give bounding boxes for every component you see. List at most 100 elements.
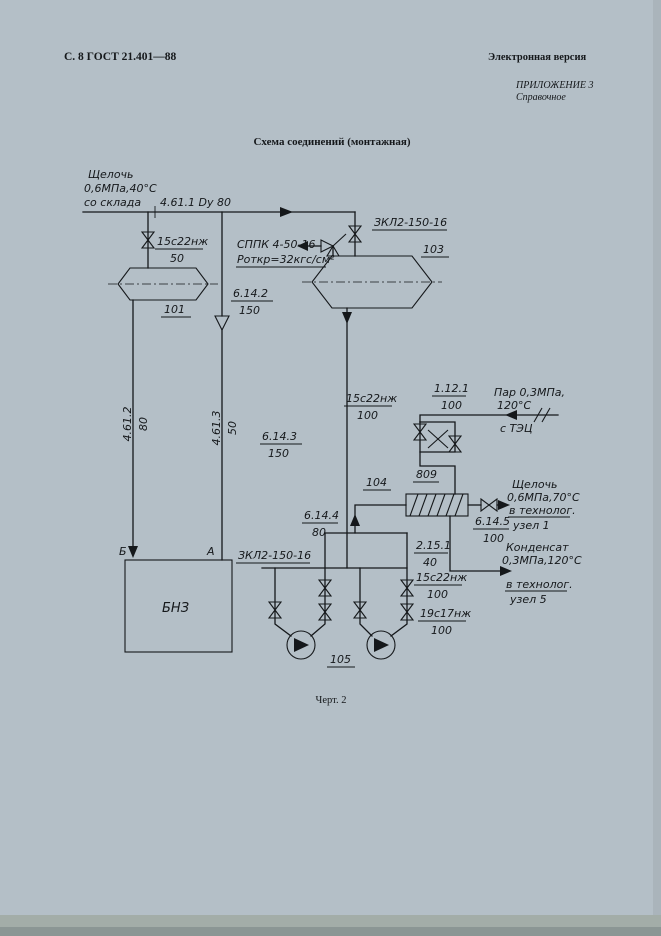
- label-tank-bnz: БНЗ: [162, 601, 189, 616]
- label-pipe-6144-dn: 80: [312, 526, 326, 539]
- vessel-103-shape: [311, 255, 433, 309]
- label-alkali-out-4: узел 1: [512, 519, 550, 532]
- label-valve-19s17-100: 19с17нж: [420, 607, 471, 620]
- pump2-discharge: [390, 532, 408, 637]
- flow-arrow-left: [505, 410, 517, 420]
- label-pipe-1121-dn: 100: [441, 399, 462, 412]
- label-pipe-6145-dn: 100: [483, 532, 504, 545]
- pipe-6144-riser: [354, 504, 407, 534]
- label-alkali-source-2: 0,6МПа,40°С: [84, 182, 157, 195]
- label-group-809: 809: [416, 468, 437, 481]
- label-alkali-source-3: со склада: [84, 196, 141, 209]
- pump2-icon: [366, 630, 396, 660]
- line-break-tick: [541, 407, 551, 423]
- gate-valve-icon: [352, 601, 368, 619]
- label-pipe-2151: 2.15.1: [416, 539, 451, 552]
- label-cond-4: узел 5: [509, 593, 547, 606]
- label-valve-15s22-100-steam-dn: 100: [357, 409, 378, 422]
- label-valve-15s22-50: 15с22нж: [157, 235, 208, 248]
- appendix-line1: ПРИЛОЖЕНИЕ 3: [515, 80, 594, 91]
- label-pipe-4613-dn: 50: [226, 421, 239, 435]
- bypass-line: [419, 421, 456, 453]
- appendix-line2: Справочное: [516, 92, 566, 103]
- header-right: Электронная версия: [488, 52, 586, 63]
- flow-arrow-right: [498, 500, 510, 510]
- label-pipe-6142: 6.14.2: [233, 287, 268, 300]
- label-steam-1: Пар 0,3МПа,: [494, 386, 565, 399]
- gate-valve-icon: [412, 423, 428, 441]
- label-steam-2: 120°С: [497, 399, 531, 412]
- vessel-103-assembly: ЗКЛ2-150-16 СППК 4-50-16 Роткр=32кгс/см²…: [236, 211, 449, 569]
- flow-arrow-right: [280, 207, 293, 217]
- label-pipe-6144: 6.14.4: [304, 509, 339, 522]
- gate-valve-icon: [140, 231, 156, 249]
- label-alkali-source-1: Щелочь: [88, 168, 134, 181]
- gate-valve-icon: [480, 497, 498, 513]
- label-cond-2: 0,3МПа,120°С: [502, 554, 582, 567]
- label-valve-19s17-100-dn: 100: [431, 624, 452, 637]
- check-valve-icon: [399, 603, 415, 621]
- label-pipe-6143-dn: 150: [268, 447, 289, 460]
- label-cond-3: в технолог.: [506, 578, 573, 591]
- flow-arrow-down: [128, 546, 138, 558]
- label-pipe-4613: 4.61.3: [210, 411, 223, 446]
- check-valve-icon: [317, 603, 333, 621]
- label-valve-15s22-100-steam: 15с22нж: [346, 392, 397, 405]
- label-cond-1: Конденсат: [506, 541, 569, 554]
- label-valve-15s22-100-pump-dn: 100: [427, 588, 448, 601]
- line-break-tick: [533, 407, 543, 423]
- gate-valve-icon: [317, 579, 333, 597]
- pump1-discharge: [310, 532, 326, 637]
- flow-arrow-down: [342, 312, 352, 324]
- label-point-b: Б: [119, 545, 127, 558]
- heat-exchanger-104: 104 6.14.5 100 Щелочь 0,6МПа,70°С в техн…: [363, 476, 582, 606]
- label-point-a: А: [206, 545, 215, 558]
- label-alkali-out-2: 0,6МПа,70°С: [507, 491, 580, 504]
- gate-valve-icon: [267, 601, 283, 619]
- bottom-band-dark: [0, 927, 661, 936]
- header-left: С. 8 ГОСТ 21.401—88: [64, 51, 177, 63]
- label-pipe-4612-dn: 80: [137, 417, 150, 431]
- flow-arrow-up: [350, 514, 360, 526]
- label-pipe-2151-dn: 40: [423, 556, 437, 569]
- vessel-101-assembly: 15с22нж 50 101 4.61.2 80: [108, 211, 218, 558]
- label-he-104: 104: [366, 476, 387, 489]
- right-edge-shadow: [653, 0, 661, 936]
- alkali-source-block: Щелочь 0,6МПа,40°С со склада: [84, 168, 157, 209]
- label-pumps-105: 105: [330, 653, 351, 666]
- pump1-suction: [274, 567, 292, 637]
- label-pipe-4611: 4.61.1 Dу 80: [160, 196, 231, 209]
- label-pipe-6145: 6.14.5: [475, 515, 510, 528]
- label-valve-zkl-top: ЗКЛ2-150-16: [374, 216, 447, 229]
- flow-arrow-right: [500, 566, 512, 576]
- bottom-band: [0, 915, 661, 927]
- condensate-line: [449, 515, 501, 572]
- safety-valve-lever: [332, 233, 347, 247]
- label-pipe-1121: 1.12.1: [434, 382, 469, 395]
- figure-caption: Черт. 2: [316, 695, 347, 706]
- gate-valve-icon: [399, 579, 415, 597]
- pump1-rotor: [294, 638, 309, 652]
- label-alkali-out-1: Щелочь: [512, 478, 558, 491]
- pipe-4613-assembly: 6.14.2 150 4.61.3 50: [210, 211, 273, 561]
- label-vessel-103: 103: [423, 243, 444, 256]
- he-hatching: [409, 493, 464, 517]
- safety-valve-icon-2: [320, 239, 335, 253]
- label-valve-zkl-bottom: ЗКЛ2-150-16: [238, 549, 311, 562]
- label-alkali-out-3: в технолог.: [509, 504, 576, 517]
- label-pipe-6143: 6.14.3: [262, 430, 297, 443]
- tank-bnz-shape: [124, 559, 233, 653]
- label-steam-3: с ТЭЦ: [500, 422, 533, 435]
- gate-valve-icon: [347, 225, 363, 243]
- valve-group-809: 809: [412, 421, 463, 495]
- discharge-arrow-left: [297, 241, 308, 251]
- label-vessel-101: 101: [164, 303, 185, 316]
- safety-valve-sppk: СППК 4-50-16 Роткр=32кгс/см²: [236, 233, 347, 268]
- vessel-101-shape: [117, 267, 209, 301]
- label-valve-15s22-50-dn: 50: [170, 252, 184, 265]
- label-pipe-6142-dn: 150: [239, 304, 260, 317]
- label-sppk-1: СППК 4-50-16: [237, 238, 315, 251]
- pump2-rotor: [374, 638, 389, 652]
